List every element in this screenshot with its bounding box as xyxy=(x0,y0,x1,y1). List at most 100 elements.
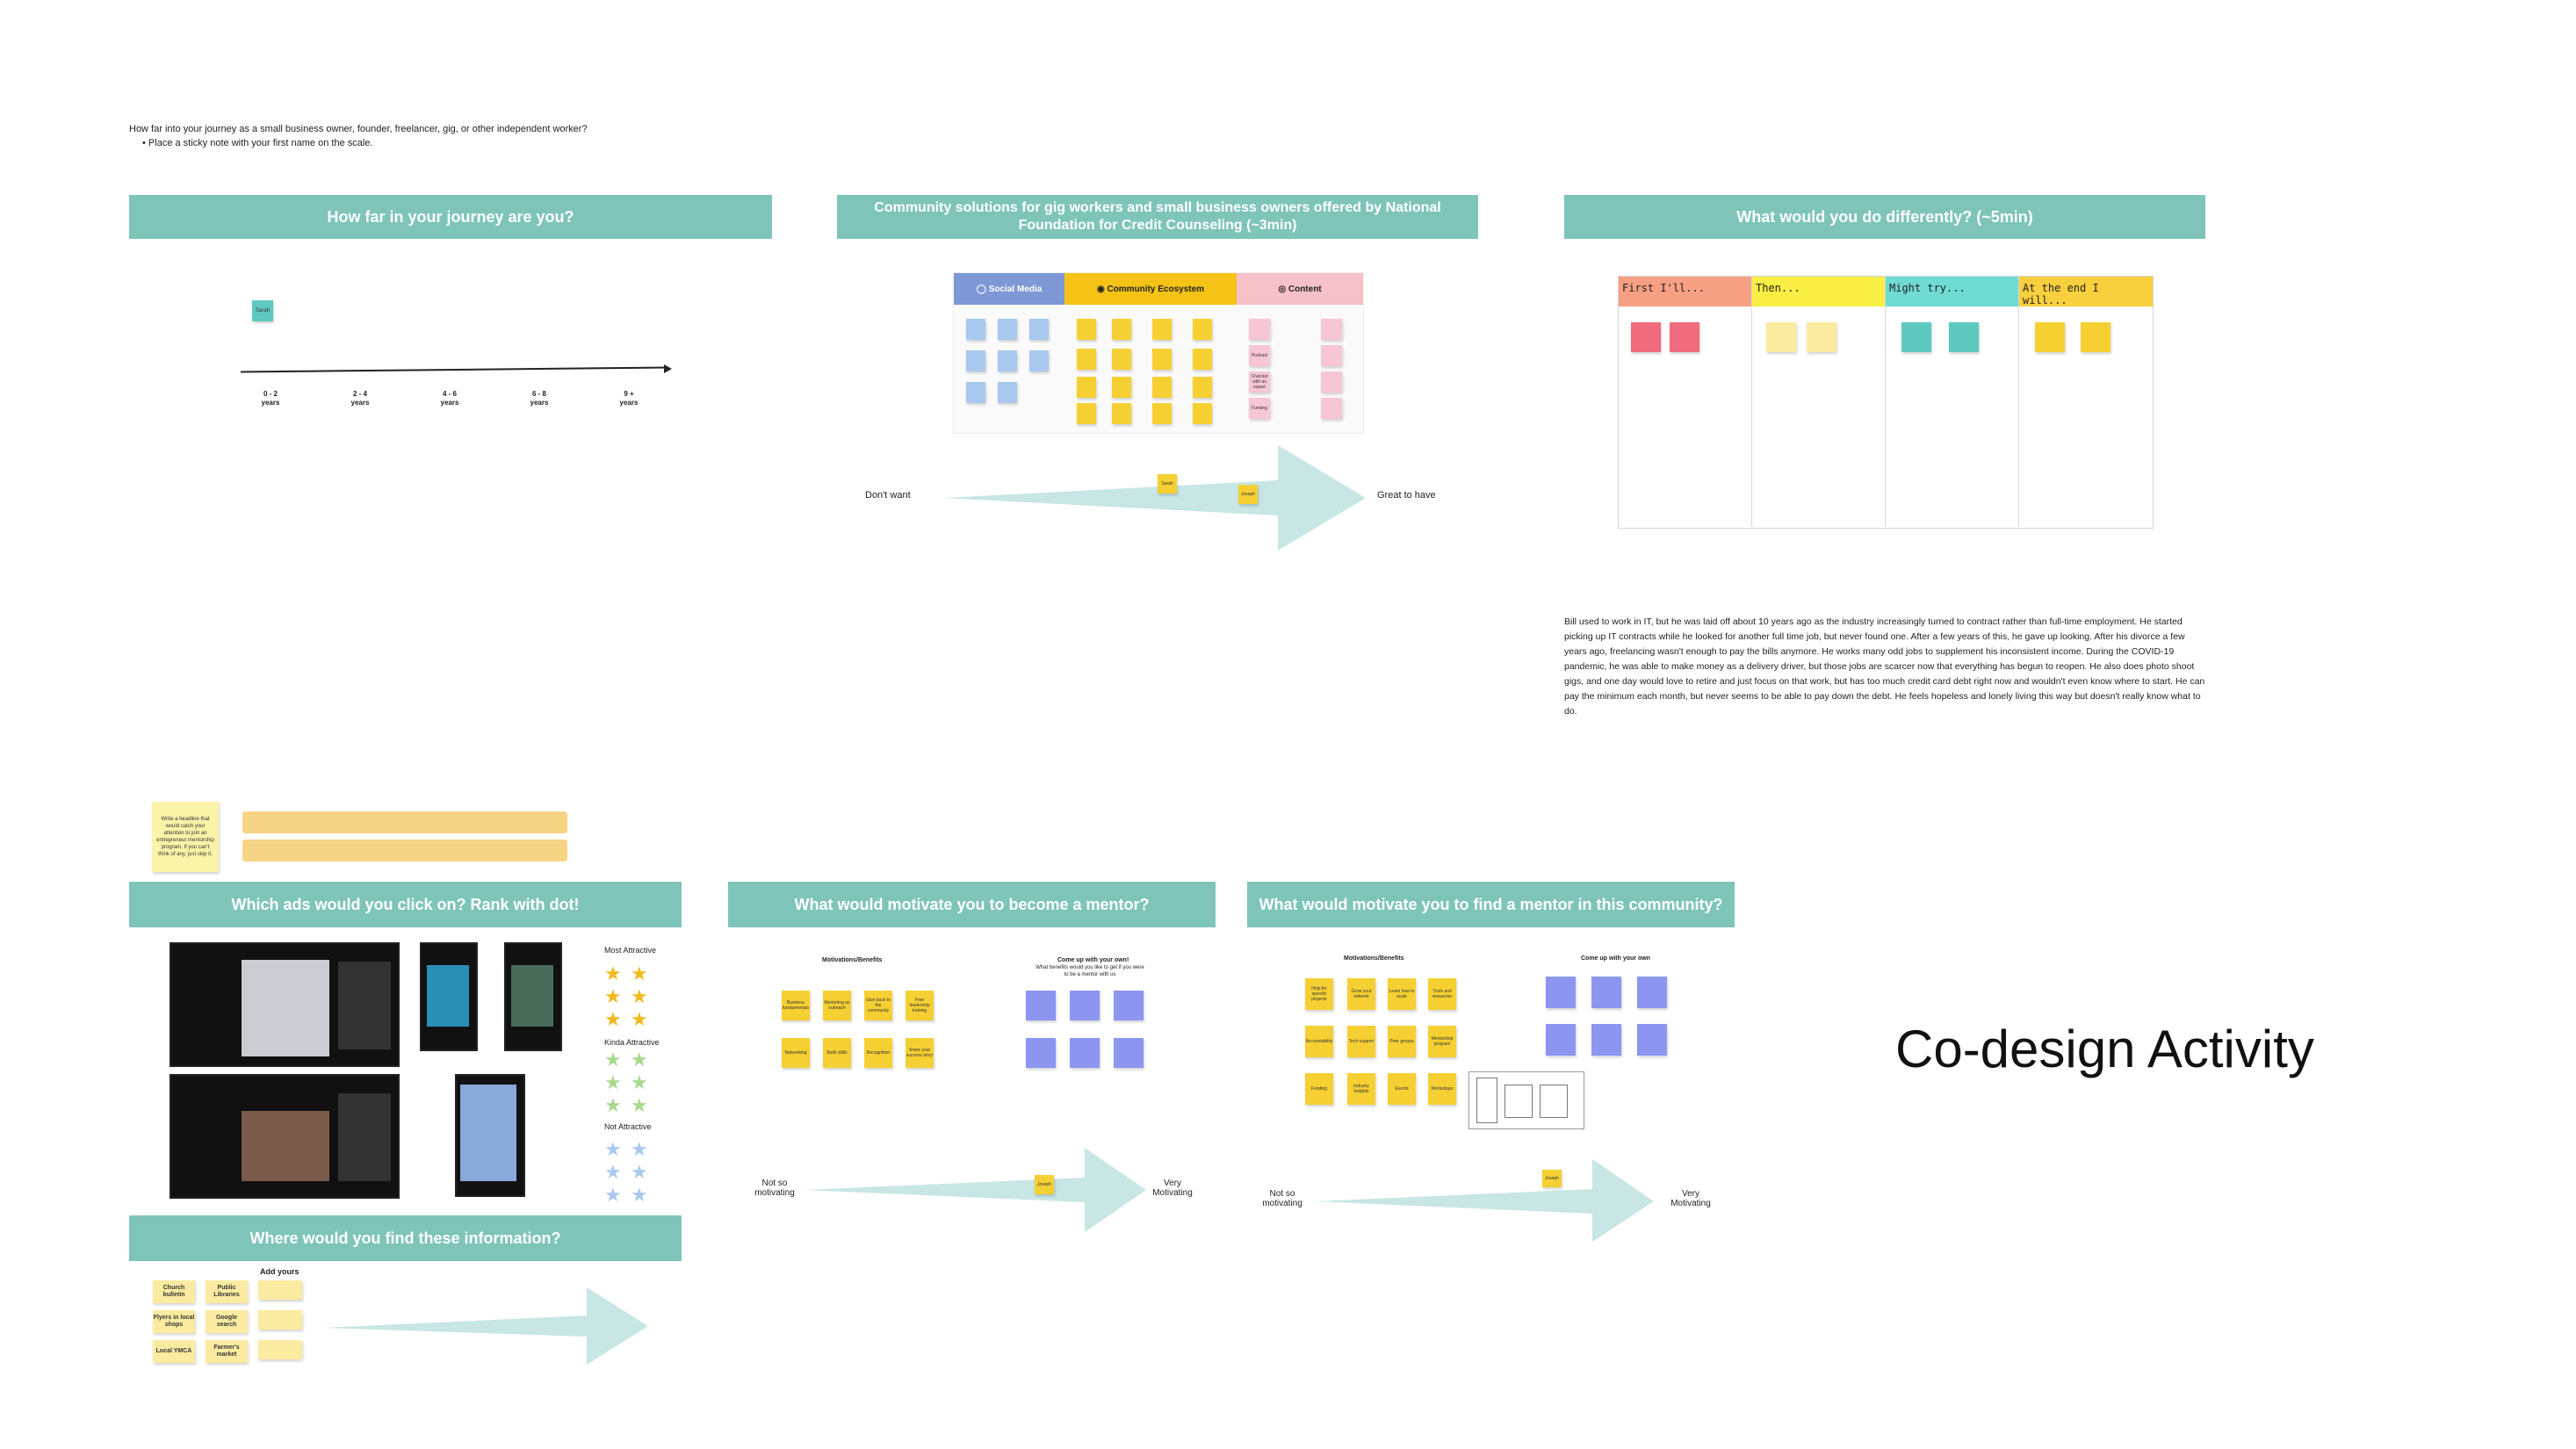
motivation-note[interactable]: Tech support xyxy=(1347,1026,1375,1057)
blank-note[interactable] xyxy=(1070,1038,1100,1068)
sticky-note[interactable] xyxy=(966,319,985,340)
sticky-note[interactable] xyxy=(1321,319,1342,340)
star-icon[interactable]: ★ xyxy=(604,962,622,984)
sticky-note[interactable] xyxy=(1766,322,1796,352)
ad-screenshot-5[interactable] xyxy=(455,1074,525,1197)
sticky-note[interactable] xyxy=(1029,319,1049,340)
sticky-note[interactable] xyxy=(1193,403,1212,424)
wireframe-sketch[interactable] xyxy=(1468,1071,1584,1129)
journey-name-note[interactable]: Sarah xyxy=(252,300,273,321)
info-note[interactable]: Local YMCA xyxy=(153,1340,195,1363)
star-icon[interactable]: ★ xyxy=(631,962,648,984)
star-icon[interactable]: ★ xyxy=(631,985,648,1007)
sticky-note[interactable] xyxy=(1901,322,1931,352)
motivation-note[interactable]: Grow your network xyxy=(1347,978,1375,1010)
add-yours-note[interactable] xyxy=(258,1310,302,1330)
star-icon[interactable]: ★ xyxy=(604,1161,622,1183)
motivation-note[interactable]: Funding xyxy=(1305,1073,1333,1105)
sticky-note[interactable] xyxy=(1112,377,1131,398)
info-note[interactable]: Church bulletin xyxy=(153,1280,195,1303)
star-icon[interactable]: ★ xyxy=(604,985,622,1007)
motivation-note[interactable]: Mentoring as outreach xyxy=(823,991,851,1020)
blank-note[interactable] xyxy=(1114,991,1144,1020)
blank-note[interactable] xyxy=(1546,1024,1576,1056)
blank-note[interactable] xyxy=(1546,977,1576,1008)
sticky-note[interactable] xyxy=(1077,377,1096,398)
motivation-note[interactable]: Recognition xyxy=(864,1038,892,1068)
sticky-note[interactable] xyxy=(1193,377,1212,398)
motivation-note[interactable]: Industry insights xyxy=(1347,1073,1375,1105)
content-note-funding[interactable]: Funding xyxy=(1249,398,1270,419)
star-icon[interactable]: ★ xyxy=(604,1094,622,1116)
blank-note[interactable] xyxy=(1637,1024,1667,1056)
sticky-note[interactable] xyxy=(2035,322,2065,352)
blank-note[interactable] xyxy=(1070,991,1100,1020)
blank-note[interactable] xyxy=(1637,977,1667,1008)
star-icon[interactable]: ★ xyxy=(631,1071,648,1093)
info-note[interactable]: Farmer's market xyxy=(206,1340,248,1363)
blank-note[interactable] xyxy=(1114,1038,1144,1068)
arrow-note[interactable]: Joseph xyxy=(1035,1175,1054,1194)
motivation-note[interactable]: Mentorship program xyxy=(1428,1026,1456,1057)
sticky-note[interactable] xyxy=(1029,350,1049,371)
sticky-note[interactable] xyxy=(1321,371,1342,393)
content-note-chatbot[interactable]: Chat bot with an expert xyxy=(1249,371,1270,393)
sticky-note[interactable] xyxy=(1321,398,1342,419)
star-icon[interactable]: ★ xyxy=(631,1184,648,1206)
sticky-note[interactable] xyxy=(1249,319,1270,340)
blank-note[interactable] xyxy=(1591,1024,1621,1056)
motivation-note[interactable]: Give back to the community xyxy=(864,991,892,1020)
sticky-note[interactable] xyxy=(1949,322,1979,352)
sticky-note[interactable] xyxy=(1807,322,1836,352)
motivation-note[interactable]: Workshops xyxy=(1428,1073,1456,1105)
motivation-note[interactable]: Build skills xyxy=(823,1038,851,1068)
motivation-note[interactable]: Networking xyxy=(782,1038,810,1068)
sticky-note[interactable] xyxy=(1193,349,1212,370)
sticky-note[interactable] xyxy=(1112,319,1131,340)
blank-note[interactable] xyxy=(1591,977,1621,1008)
sticky-note[interactable] xyxy=(998,319,1017,340)
motivation-note[interactable]: Learn how to scale xyxy=(1388,978,1416,1010)
sticky-note[interactable] xyxy=(1152,319,1172,340)
headline-prompt-note[interactable]: Write a headline that would catch your a… xyxy=(152,802,219,872)
info-note[interactable]: Flyers in local shops xyxy=(153,1310,195,1333)
arrow-note[interactable]: Sarah xyxy=(1158,474,1177,494)
sticky-note[interactable] xyxy=(1321,345,1342,366)
sticky-note[interactable] xyxy=(1152,377,1172,398)
star-icon[interactable]: ★ xyxy=(631,1094,648,1116)
motivation-note[interactable]: Peer groups xyxy=(1388,1026,1416,1057)
sticky-note[interactable] xyxy=(966,382,985,403)
ad-screenshot-3[interactable] xyxy=(504,942,562,1051)
info-note[interactable]: Google search xyxy=(206,1310,248,1333)
sticky-note[interactable] xyxy=(966,350,985,371)
sticky-note[interactable] xyxy=(1077,349,1096,370)
add-yours-note[interactable] xyxy=(258,1340,302,1359)
arrow-note[interactable]: Joseph xyxy=(1238,485,1258,504)
headline-input-bar[interactable] xyxy=(242,811,567,833)
motivation-note[interactable]: Free leadership training xyxy=(906,991,934,1020)
star-icon[interactable]: ★ xyxy=(604,1049,622,1071)
blank-note[interactable] xyxy=(1026,1038,1056,1068)
motivation-note[interactable]: Share your success story xyxy=(906,1038,934,1068)
motivation-note[interactable]: Accountability xyxy=(1305,1026,1333,1057)
info-note[interactable]: Public Libraries xyxy=(206,1280,248,1303)
headline-input-bar[interactable] xyxy=(242,840,567,861)
sticky-note[interactable] xyxy=(1112,403,1131,424)
sticky-note[interactable] xyxy=(1077,319,1096,340)
star-icon[interactable]: ★ xyxy=(631,1138,648,1160)
sticky-note[interactable] xyxy=(1152,349,1172,370)
motivation-note[interactable]: Help for specific projects xyxy=(1305,978,1333,1010)
star-icon[interactable]: ★ xyxy=(604,1008,622,1030)
motivation-note[interactable]: Tools and resources xyxy=(1428,978,1456,1010)
sticky-note[interactable] xyxy=(1077,403,1096,424)
blank-note[interactable] xyxy=(1026,991,1056,1020)
arrow-note[interactable]: Joseph xyxy=(1542,1170,1562,1187)
star-icon[interactable]: ★ xyxy=(631,1161,648,1183)
sticky-note[interactable] xyxy=(1112,349,1131,370)
sticky-note[interactable] xyxy=(1670,322,1699,352)
sticky-note[interactable] xyxy=(1631,322,1661,352)
sticky-note[interactable] xyxy=(1152,403,1172,424)
sticky-note[interactable] xyxy=(998,350,1017,371)
add-yours-note[interactable] xyxy=(258,1280,302,1300)
ad-screenshot-2[interactable] xyxy=(420,942,478,1051)
